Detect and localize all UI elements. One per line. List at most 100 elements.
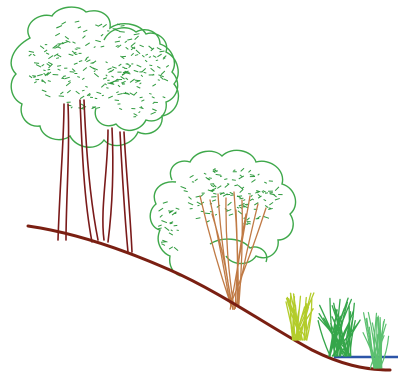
shrub-stroke [174, 225, 178, 226]
shrub-stroke [215, 214, 217, 215]
canopy-stroke [73, 42, 76, 44]
canopy-stroke [119, 108, 122, 109]
shrub-stroke [230, 192, 233, 194]
canopy-stroke [60, 92, 63, 94]
shrub-stroke [228, 202, 232, 205]
shrub-stroke [188, 203, 193, 205]
shrub-stroke [237, 207, 239, 208]
canopy-stroke [48, 81, 51, 82]
canopy-stroke [126, 78, 128, 80]
canopy-stroke [32, 76, 36, 77]
grass-clump-green [318, 298, 360, 356]
shrub-stroke [211, 185, 214, 186]
shrub-stroke [269, 202, 273, 205]
shrub-stroke [161, 244, 165, 246]
shrub-stroke [188, 197, 191, 200]
canopy-stroke [94, 73, 98, 77]
canopy-stroke [106, 75, 107, 76]
canopy-stroke [96, 92, 101, 93]
shrub-stroke [250, 175, 255, 176]
canopy-stroke [118, 37, 120, 38]
canopy-stroke [160, 77, 163, 80]
canopy-stroke [48, 56, 53, 59]
canopy-stroke [134, 114, 138, 116]
tall-trees [11, 7, 178, 252]
shrub-stroke [212, 190, 215, 191]
canopy-stroke [139, 83, 141, 84]
canopy-stroke [101, 46, 105, 47]
shrub-stroke [176, 208, 180, 209]
shrub-stroke [232, 180, 236, 181]
canopy-stroke [163, 97, 166, 98]
canopy-stroke [116, 92, 118, 93]
shrub-stroke [248, 170, 250, 172]
canopy-stroke [108, 96, 113, 98]
shrub-stroke [252, 199, 254, 200]
shrub-stroke [212, 188, 216, 190]
shrub-stroke [251, 180, 255, 183]
grass-clump-yellow [286, 293, 314, 340]
canopy-stroke [134, 92, 137, 95]
shrub-stroke [196, 218, 201, 219]
canopy-stroke [151, 68, 155, 71]
shrub-stroke [181, 186, 186, 188]
shrub-left-outline [150, 182, 182, 276]
canopy-stroke [94, 47, 96, 48]
shrub-stroke [258, 194, 261, 196]
canopy-stroke [75, 21, 80, 22]
canopy-stroke [40, 46, 44, 49]
canopy-stroke [158, 75, 163, 77]
trunk-1 [58, 104, 64, 240]
canopy-stroke [108, 68, 112, 70]
shrub-stroke [161, 221, 166, 223]
canopy-stroke [149, 93, 151, 94]
canopy-stroke [74, 63, 78, 64]
canopy-stroke [85, 86, 87, 87]
shrub-stroke [275, 198, 280, 200]
canopy-stroke [64, 77, 69, 79]
canopy-stroke [29, 51, 34, 52]
shrub-stroke [250, 199, 252, 200]
trunk-8 [124, 132, 132, 252]
shrub-stroke [257, 192, 259, 194]
shrub-stroke [190, 175, 194, 177]
canopy-stroke [83, 67, 87, 70]
shrub [150, 150, 295, 309]
shrub-stroke [157, 228, 161, 229]
canopy-stroke [119, 64, 122, 66]
canopy-stroke [37, 74, 43, 75]
shrub-stroke [209, 178, 212, 179]
shrub-stroke [225, 184, 229, 188]
canopy-stroke [48, 69, 51, 70]
canopy-stroke [144, 72, 147, 73]
canopy-stroke [142, 68, 146, 72]
canopy-stroke [122, 81, 125, 83]
canopy-stroke [134, 34, 140, 35]
shrub-stroke [238, 185, 243, 189]
shrub-stroke [275, 187, 279, 191]
canopy-stroke [85, 59, 87, 61]
canopy-stroke [139, 112, 141, 113]
shrub-stroke [158, 225, 162, 226]
left-tree-canopy [11, 7, 178, 147]
shrub-stroke [224, 179, 227, 180]
canopy-stroke [78, 27, 81, 28]
canopy-stroke [79, 61, 82, 62]
canopy-stroke [141, 100, 144, 102]
shrub-stroke [196, 196, 200, 197]
canopy-stroke [67, 90, 70, 93]
shrub-stroke [264, 182, 267, 183]
canopy-stroke [153, 56, 156, 58]
canopy-stroke [82, 78, 84, 80]
canopy-stroke [101, 34, 103, 36]
shrub-stroke [174, 247, 178, 250]
canopy-stroke [72, 51, 75, 54]
trunk-4 [84, 100, 98, 240]
shrub-stems [200, 192, 266, 309]
trunk-5 [103, 130, 108, 240]
canopy-stroke [45, 95, 50, 97]
canopy-stroke [103, 24, 107, 27]
canopy-stroke [145, 54, 147, 55]
canopy-stroke [164, 79, 168, 81]
